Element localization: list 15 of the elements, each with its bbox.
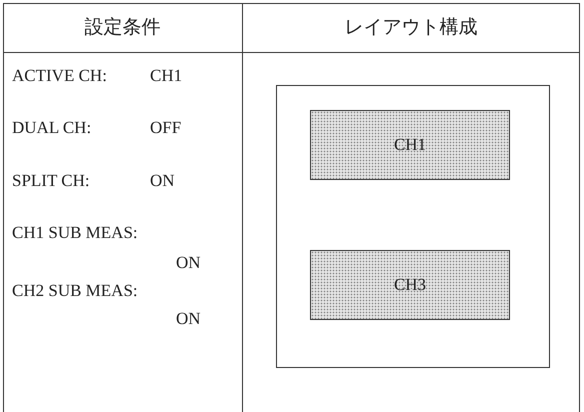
setting-label: ACTIVE CH: <box>12 66 107 86</box>
channel-box: CH3 <box>310 250 510 320</box>
setting-label: CH1 SUB MEAS: <box>12 223 138 243</box>
setting-label: DUAL CH: <box>12 118 92 138</box>
setting-label: CH2 SUB MEAS: <box>12 281 138 301</box>
layout-frame <box>276 85 550 368</box>
setting-value: ON <box>176 309 201 329</box>
column-header: 設定条件 <box>84 15 160 39</box>
setting-label: SPLIT CH: <box>12 171 90 191</box>
setting-value: ON <box>176 253 201 273</box>
setting-value: ON <box>150 171 175 191</box>
setting-value: CH1 <box>150 66 182 86</box>
channel-box: CH1 <box>310 110 510 180</box>
setting-value: OFF <box>150 118 182 138</box>
column-header: レイアウト構成 <box>344 15 478 39</box>
